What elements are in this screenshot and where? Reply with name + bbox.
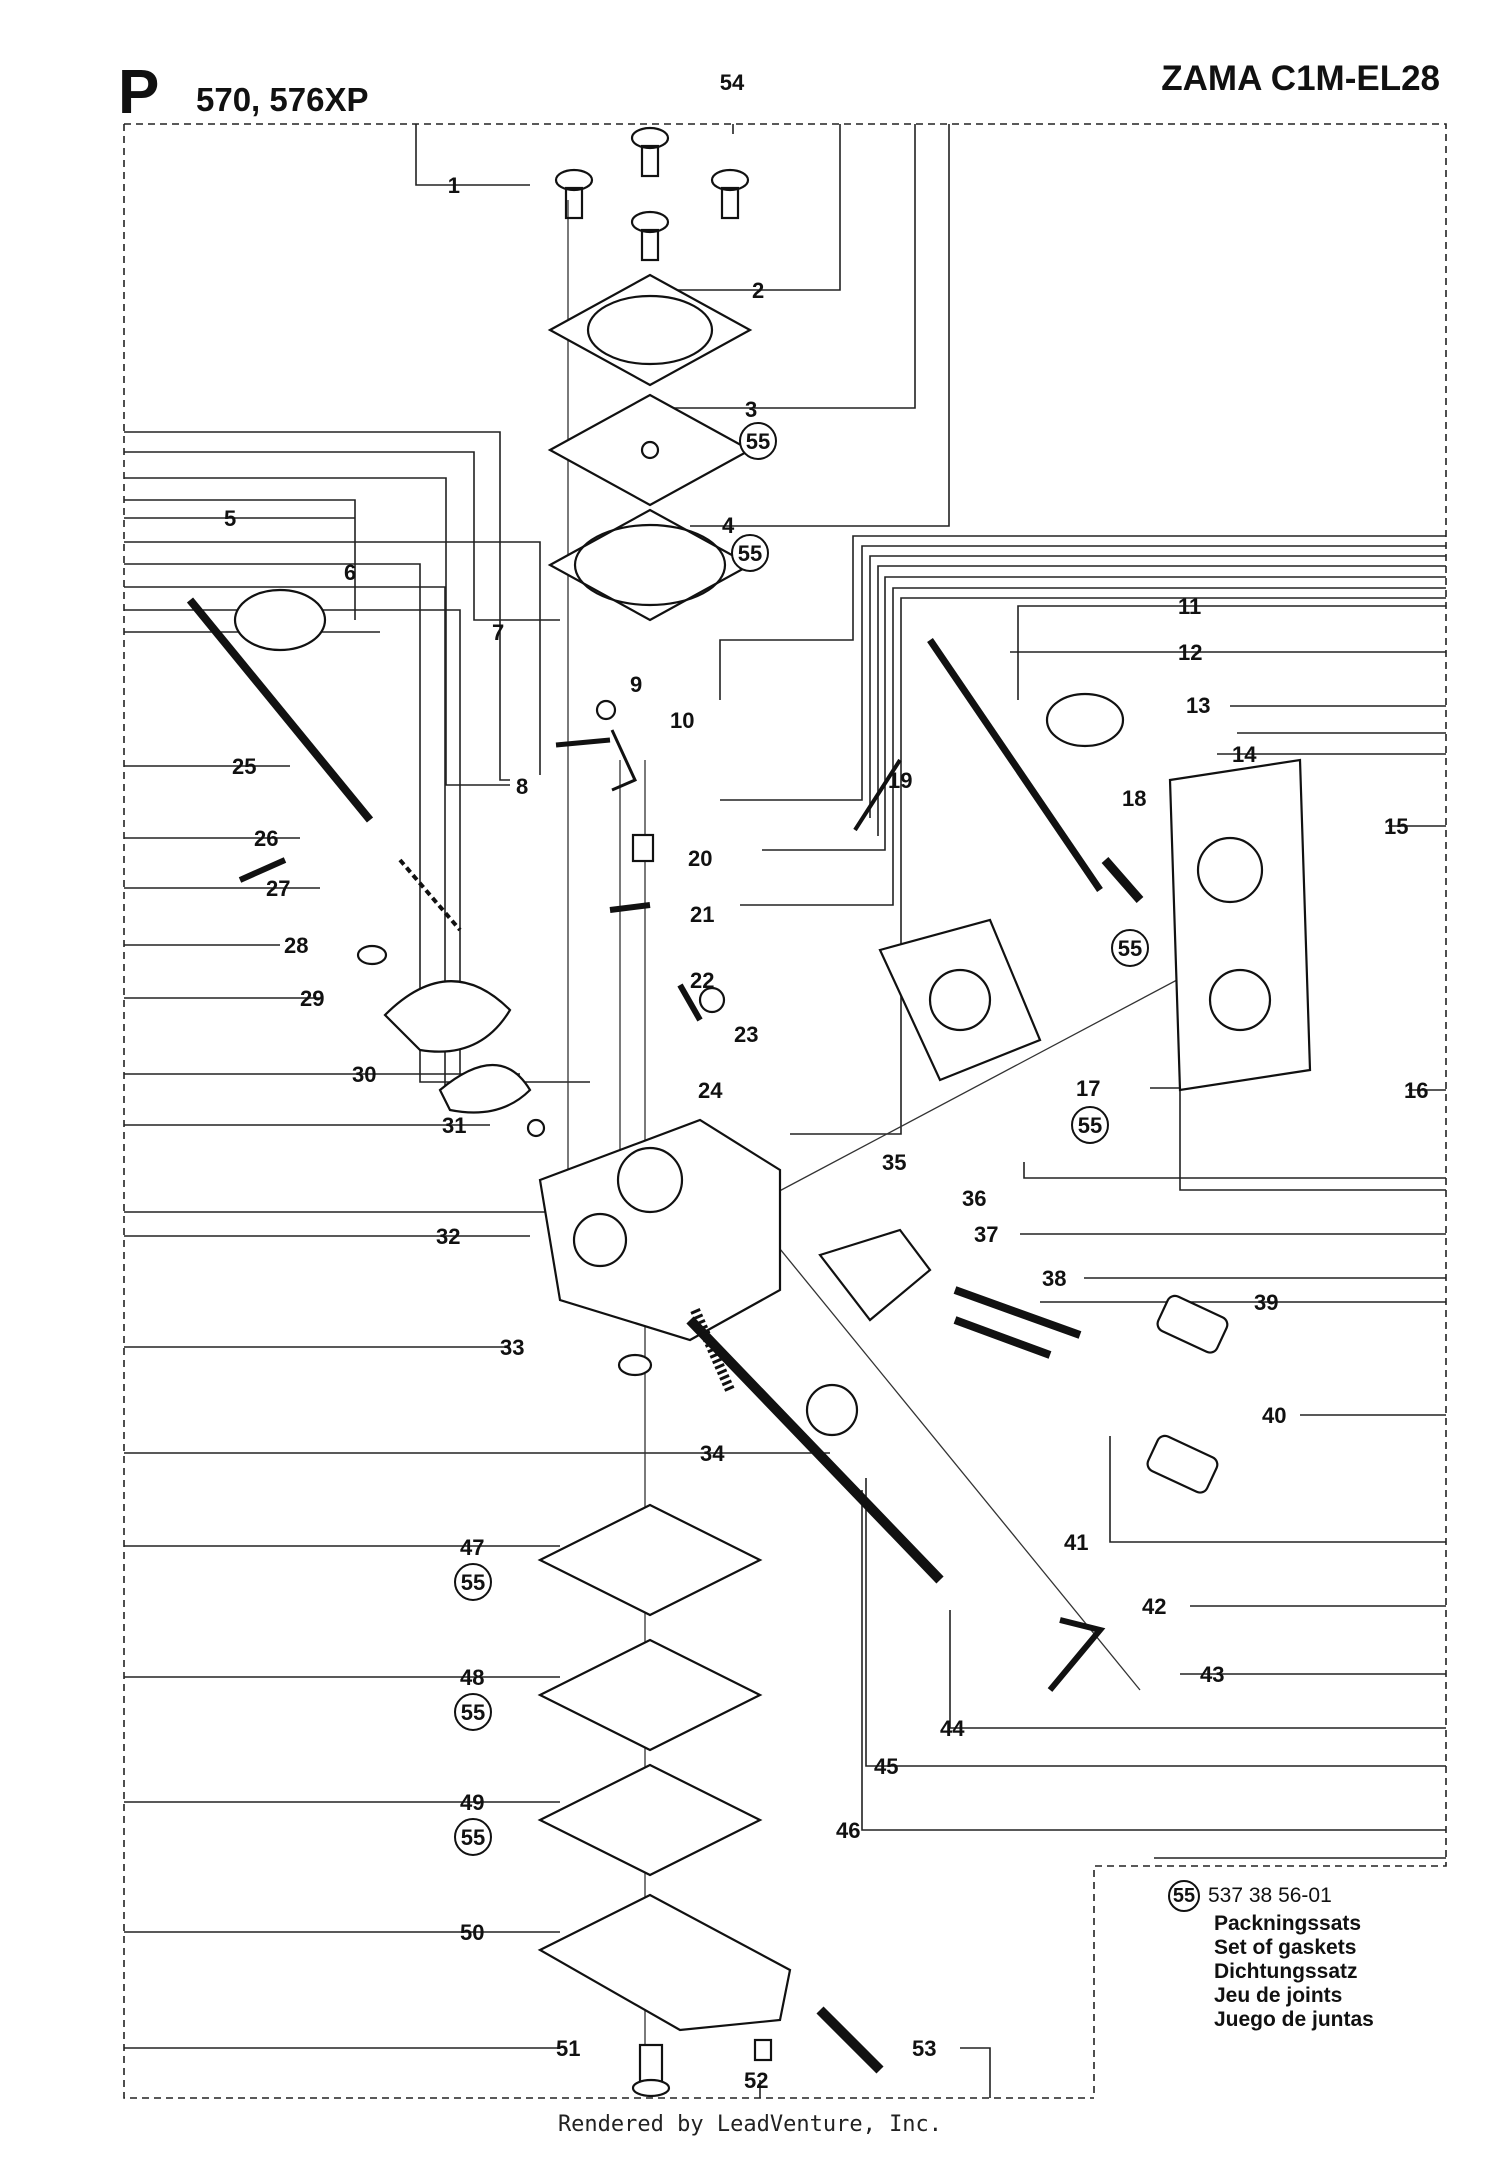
- kit-badge-part-17: 55: [1078, 1113, 1102, 1138]
- kit-name-english: Set of gaskets: [1214, 1936, 1357, 1959]
- part-shapes: [186, 126, 1312, 2098]
- part-label-24: 24: [698, 1078, 723, 1103]
- part-label-31: 31: [442, 1113, 466, 1138]
- part-label-18: 18: [1122, 786, 1146, 811]
- part-label-20: 20: [688, 846, 712, 871]
- choke-shaft-shape: [186, 597, 374, 823]
- part-label-36: 36: [962, 1186, 986, 1211]
- kit-name-german: Dichtungssatz: [1214, 1960, 1358, 1983]
- part-label-46: 46: [836, 1818, 860, 1843]
- part-label-51: 51: [556, 2036, 580, 2061]
- part-label-54: 54: [720, 70, 745, 95]
- part-label-37: 37: [974, 1222, 998, 1247]
- part-label-43: 43: [1200, 1662, 1224, 1687]
- kit-reference-badges: 55 55 55 55 55 55 55: [454, 422, 1149, 1856]
- part-label-2: 2: [752, 278, 764, 303]
- part-label-3: 3: [745, 397, 757, 422]
- kit-part-number: 537 38 56-01: [1208, 1884, 1332, 1907]
- pump-cover-shape: [547, 273, 753, 387]
- kit-badge-part-18: 55: [1118, 936, 1142, 961]
- part-label-13: 13: [1186, 693, 1210, 718]
- section-letter: P: [118, 58, 160, 127]
- part-label-16: 16: [1404, 1078, 1428, 1103]
- model-numbers: 570, 576XP: [196, 81, 369, 118]
- screw-icon: [554, 126, 750, 262]
- part-label-11: 11: [1178, 594, 1201, 619]
- part-label-8: 8: [516, 774, 528, 799]
- part-label-48: 48: [460, 1665, 484, 1690]
- part-label-12: 12: [1178, 640, 1202, 665]
- part-label-41: 41: [1064, 1530, 1088, 1555]
- part-label-28: 28: [284, 933, 308, 958]
- part-label-22: 22: [690, 968, 714, 993]
- render-credit-footer: Rendered by LeadVenture, Inc.: [557, 2112, 943, 2137]
- part-label-53: 53: [912, 2036, 936, 2061]
- part-label-26: 26: [254, 826, 278, 851]
- kit-badge-part-48: 55: [461, 1700, 485, 1725]
- part-label-49: 49: [460, 1790, 484, 1815]
- kit-name-swedish: Packningssats: [1214, 1912, 1362, 1935]
- part-labels: 54 1 2 3 4 5 6 7 8 9 10 11 12 13 14 15 1…: [224, 70, 1428, 2093]
- part-label-50: 50: [460, 1920, 484, 1945]
- part-label-38: 38: [1042, 1266, 1066, 1291]
- part-label-6: 6: [344, 560, 356, 585]
- part-label-32: 32: [436, 1224, 460, 1249]
- part-label-25: 25: [232, 754, 256, 779]
- part-label-34: 34: [700, 1441, 725, 1466]
- part-label-29: 29: [300, 986, 324, 1011]
- part-label-14: 14: [1232, 742, 1257, 767]
- kit-name-spanish: Juego de juntas: [1214, 2008, 1374, 2031]
- part-label-35: 35: [882, 1150, 906, 1175]
- kit-badge-part-47: 55: [461, 1570, 485, 1595]
- part-label-27: 27: [266, 876, 290, 901]
- part-label-47: 47: [460, 1535, 484, 1560]
- part-label-39: 39: [1254, 1290, 1278, 1315]
- kit-legend-badge: 55: [1168, 1880, 1200, 1912]
- diagram-frame: [123, 123, 1447, 2099]
- metering-cover-shape: [537, 1893, 792, 2032]
- part-label-21: 21: [690, 902, 714, 927]
- leader-lines: [124, 124, 1446, 2098]
- part-label-52: 52: [744, 2068, 768, 2093]
- pump-diaphragm-shape: [547, 393, 753, 507]
- kit-legend-header: 55 537 38 56-01: [1168, 1880, 1448, 1912]
- part-label-4: 4: [722, 513, 735, 538]
- part-label-9: 9: [630, 672, 642, 697]
- part-label-44: 44: [940, 1716, 965, 1741]
- part-label-7: 7: [492, 620, 504, 645]
- gasket-kit-legend: 55 537 38 56-01 Packningssats Set of gas…: [1168, 1880, 1448, 2032]
- part-label-33: 33: [500, 1335, 524, 1360]
- carburetor-body-shape: [538, 1118, 782, 1342]
- part-label-45: 45: [874, 1754, 898, 1779]
- kit-badge-part-3: 55: [746, 429, 770, 454]
- part-label-1: 1: [448, 173, 460, 198]
- part-label-19: 19: [888, 768, 912, 793]
- part-label-30: 30: [352, 1062, 376, 1087]
- kit-name-french: Jeu de joints: [1214, 1984, 1343, 2007]
- part-label-10: 10: [670, 708, 694, 733]
- part-label-17: 17: [1076, 1076, 1100, 1101]
- carburetor-model-title: ZAMA C1M-EL28: [1161, 59, 1440, 98]
- part-label-40: 40: [1262, 1403, 1286, 1428]
- intake-flange-shape: [1168, 758, 1312, 1092]
- kit-badge-part-49: 55: [461, 1825, 485, 1850]
- part-label-23: 23: [734, 1022, 758, 1047]
- part-label-42: 42: [1142, 1594, 1166, 1619]
- kit-badge-part-4: 55: [738, 541, 762, 566]
- part-label-5: 5: [224, 506, 236, 531]
- part-label-15: 15: [1384, 814, 1408, 839]
